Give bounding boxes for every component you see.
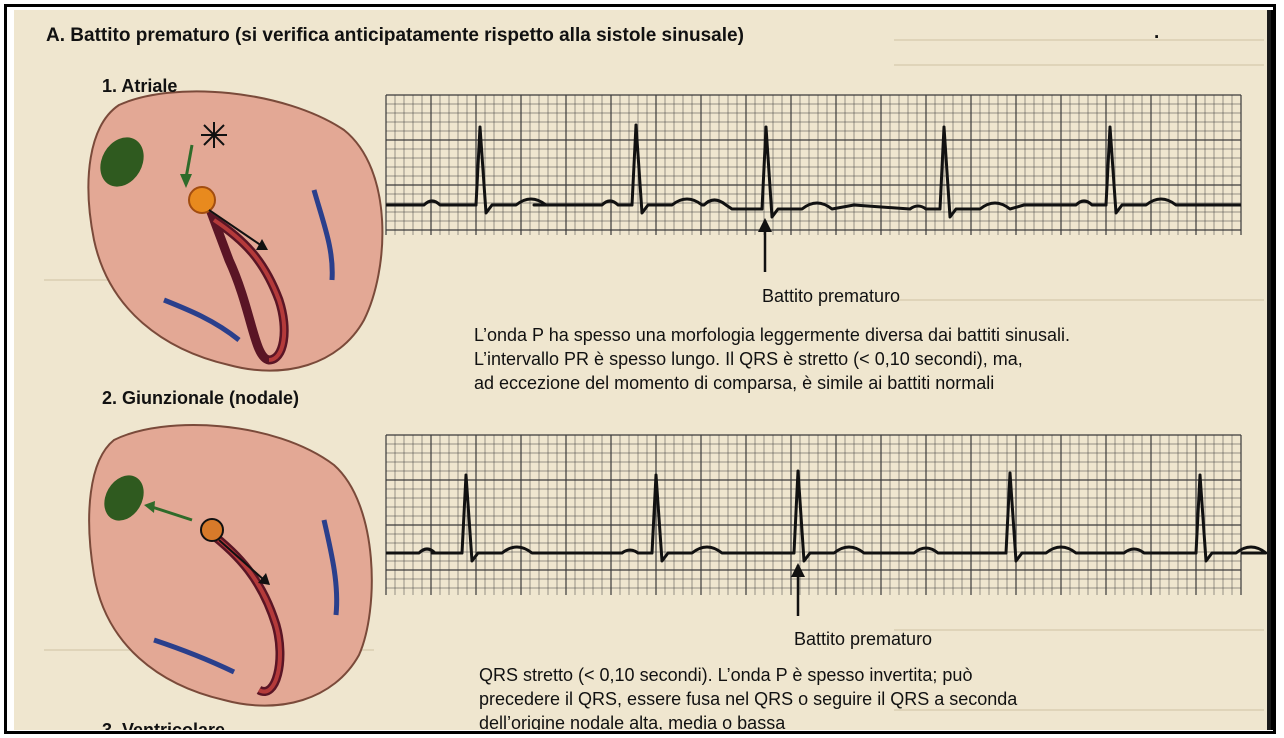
textbook-page: A. Battito prematuro (si verifica antici…: [14, 10, 1273, 730]
description-atrial-line-1: L’onda P ha spesso una morfologia legger…: [474, 323, 1070, 347]
section-title: A. Battito prematuro (si verifica antici…: [46, 25, 744, 47]
heading-ventricular-cut: 3. Ventricolare: [102, 720, 225, 730]
junctional-focus-icon: [201, 519, 223, 541]
heart-shape-junctional: [89, 425, 372, 706]
description-junctional: QRS stretto (< 0,10 secondi). L’onda P è…: [479, 663, 1017, 730]
heading-atrial: 1. Atriale: [102, 76, 177, 97]
description-junctional-line-1: QRS stretto (< 0,10 secondi). L’onda P è…: [479, 663, 1017, 687]
description-atrial-line-3: ad eccezione del momento di comparsa, è …: [474, 371, 1070, 395]
description-junctional-line-2: precedere il QRS, essere fusa nel QRS o …: [479, 687, 1017, 711]
description-atrial-line-2: L’intervallo PR è spesso lungo. Il QRS è…: [474, 347, 1070, 371]
arrow-label-atrial: Battito prematuro: [762, 286, 900, 307]
page-edge: [1267, 10, 1271, 730]
description-junctional-line-3: dell’origine nodale alta, media o bassa: [479, 711, 1017, 730]
description-atrial: L’onda P ha spesso una morfologia legger…: [474, 323, 1070, 395]
heading-junctional: 2. Giunzionale (nodale): [102, 388, 299, 409]
trailing-mark: .: [1154, 22, 1159, 44]
arrow-label-junctional: Battito prematuro: [794, 629, 932, 650]
